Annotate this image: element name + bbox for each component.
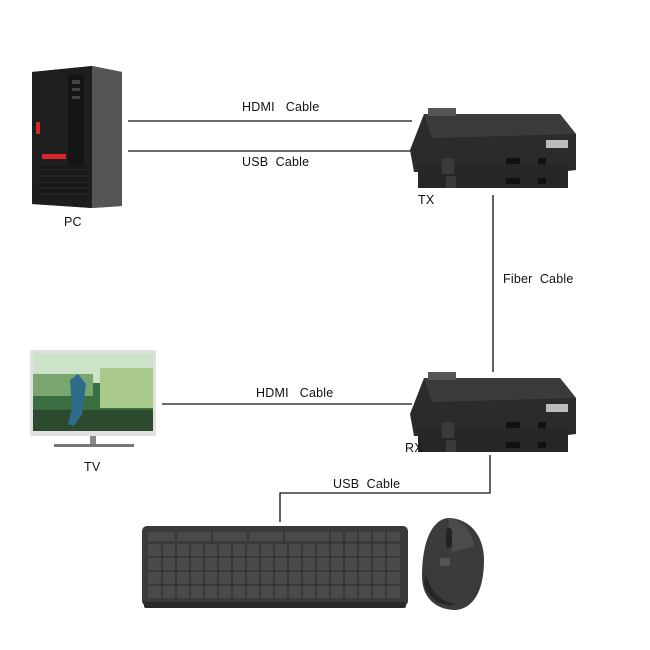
tv-label: TV [84, 460, 101, 474]
usb-cable-label-bottom: USB Cable [333, 477, 401, 491]
hdmi-cable-label-top: HDMI Cable [242, 100, 320, 114]
pc-tower-image [32, 66, 122, 208]
usb-cable-line-bottom [279, 455, 491, 522]
rx-label: RX [405, 441, 423, 455]
tx-label: TX [418, 193, 435, 207]
hdmi-cable-label-bottom: HDMI Cable [256, 386, 334, 400]
tx-extender-image [410, 108, 576, 188]
mouse-image [422, 518, 484, 610]
tv-monitor-image [30, 350, 156, 447]
keyboard-image [142, 526, 408, 608]
pc-label: PC [64, 215, 82, 229]
usb-cable-label-top: USB Cable [242, 155, 310, 169]
rx-extender-image [410, 372, 576, 452]
fiber-cable-label: Fiber Cable [503, 272, 574, 286]
